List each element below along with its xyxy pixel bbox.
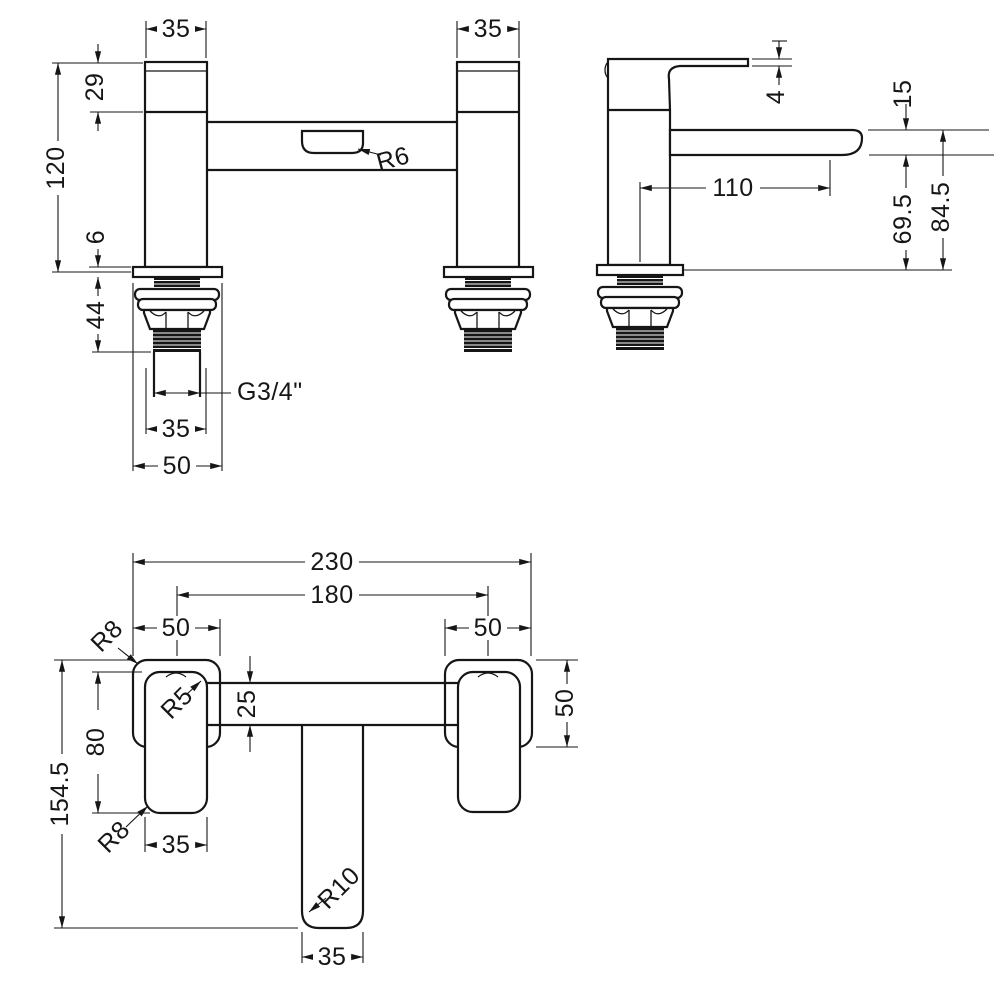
dim-side-overall-height: 84.5: [927, 129, 955, 271]
front-right-shank-assembly: [444, 275, 532, 354]
dim-side-spout-thickness: 15: [889, 80, 917, 131]
dim-plan-spout-width: 35: [301, 943, 364, 971]
dim-front-thread-size: G3/4": [153, 378, 303, 406]
dim-plan-base-width-left: 50: [132, 614, 221, 642]
dim-front-body-width-right: 35: [456, 15, 520, 43]
front-outline: [131, 60, 535, 397]
side-outline: [595, 57, 864, 352]
plan-view: 230 180 50 50 50 25: [46, 548, 579, 971]
dim-text-plan-body-depth: 80: [82, 728, 110, 757]
dim-plan-base-corner-radius: R8: [85, 614, 139, 665]
dim-plan-base-depth: 50: [551, 659, 579, 748]
front-left-body: [143, 60, 209, 269]
dim-front-shank-length: 44: [82, 276, 110, 353]
dim-text-side-height-under-spout: 69.5: [889, 194, 917, 245]
dim-text-plan-bridge-width: 25: [233, 690, 261, 719]
dim-plan-body-width: 35: [144, 831, 208, 859]
dim-text-front-spout-corner-radius: R6: [373, 141, 412, 177]
dim-plan-spout-end-radius: R10: [308, 861, 366, 915]
dim-front-spout-corner-radius: R6: [357, 141, 413, 177]
side-flange: [595, 263, 685, 277]
dim-text-plan-body-corner-radius: R8: [92, 815, 135, 858]
plan-left-centre-tick: [165, 672, 187, 678]
plan-left-body: [143, 670, 209, 815]
side-view: 4 15 69.5 84.5 110: [595, 40, 994, 352]
dim-front-body-width-left: 35: [145, 15, 207, 43]
dim-text-side-overall-height: 84.5: [927, 182, 955, 233]
front-view: 35 35 29 120 6 44: [42, 15, 535, 480]
side-shank-assembly: [596, 273, 684, 352]
dim-text-side-spout-thickness: 15: [889, 80, 917, 109]
dim-side-handle-thickness: 4: [762, 41, 790, 104]
dim-text-plan-base-width-right: 50: [474, 614, 503, 642]
dim-front-total-height: 120: [42, 62, 70, 273]
front-right-flange: [442, 265, 535, 279]
dim-plan-body-depth: 80: [82, 671, 110, 814]
dim-text-front-body-width-left: 35: [162, 15, 191, 43]
dim-text-plan-base-depth: 50: [551, 689, 579, 718]
dim-text-plan-spout-width: 35: [318, 943, 347, 971]
front-spout-opening: [300, 129, 365, 155]
plan-outline: [131, 658, 534, 930]
dim-text-front-body-width-right: 35: [474, 15, 503, 43]
dim-text-plan-overall-depth: 154.5: [46, 761, 74, 826]
dim-plan-base-width-right: 50: [444, 614, 532, 642]
dim-text-front-total-height: 120: [42, 146, 70, 189]
dim-side-spout-reach: 110: [639, 174, 831, 202]
dim-text-front-shank-length: 44: [82, 301, 110, 330]
front-left-flange: [131, 265, 224, 279]
side-handle-rear-arc: [604, 61, 609, 79]
plan-right-body: [456, 670, 522, 814]
dim-text-plan-fixing-centres: 180: [310, 581, 353, 609]
dim-plan-fixing-centres: 180: [176, 581, 489, 609]
side-body-and-handle: [606, 57, 750, 267]
dim-plan-body-corner-radius: R8: [92, 805, 149, 859]
dim-text-front-thread-size: G3/4": [237, 378, 303, 406]
front-left-shank-assembly: [133, 275, 221, 354]
dim-text-side-spout-reach: 110: [712, 174, 753, 202]
dim-plan-bridge-width: 25: [233, 656, 261, 752]
dim-front-base-plate-width: 50: [132, 452, 223, 480]
dim-text-front-base-plate-width: 50: [163, 452, 192, 480]
dim-text-front-deck-plate-thickness: 6: [82, 230, 110, 244]
dim-text-front-shank-width: 35: [162, 415, 191, 443]
dim-side-height-under-spout: 69.5: [889, 154, 917, 271]
side-spout: [668, 128, 864, 157]
front-right-body: [455, 60, 521, 269]
dim-front-deck-plate-thickness: 6: [82, 230, 110, 268]
dim-front-head-height: 29: [81, 44, 109, 131]
plan-right-centre-tick: [477, 672, 499, 678]
dim-text-front-head-height: 29: [81, 73, 109, 102]
dim-text-plan-spout-end-radius: R10: [312, 861, 365, 914]
dim-plan-overall-width: 230: [132, 548, 532, 576]
plan-spout-footprint: [300, 725, 365, 930]
dim-plan-overall-depth: 154.5: [46, 659, 74, 929]
dim-text-side-handle-thickness: 4: [762, 90, 790, 104]
dim-text-plan-body-width: 35: [162, 831, 191, 859]
dim-front-shank-width: 35: [145, 415, 207, 443]
dim-text-plan-overall-width: 230: [310, 548, 353, 576]
dim-text-plan-base-width-left: 50: [162, 614, 191, 642]
